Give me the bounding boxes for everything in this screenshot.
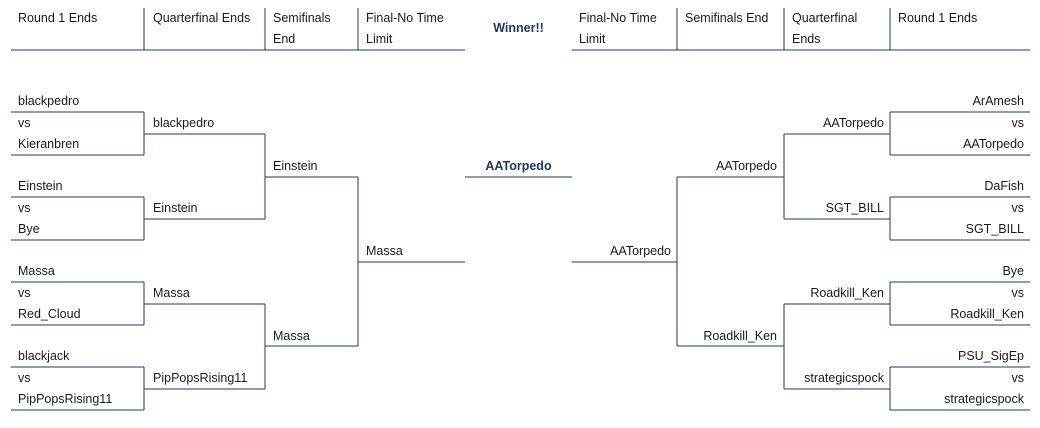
- header-semifinal-left: Semifinals End: [273, 11, 331, 46]
- header-quarterfinal-right: Quarterfinal Ends: [792, 11, 858, 46]
- right-r1-match2-player2: SGT_BILL: [965, 222, 1024, 236]
- left-r1-match1-player1: blackpedro: [18, 94, 80, 108]
- right-sf-winner1: AATorpedo: [716, 159, 777, 173]
- right-r1-match2-player1: DaFish: [984, 179, 1024, 193]
- left-r1-match2-player1: Einstein: [18, 179, 63, 193]
- right-r1-match1-player1: ArAmesh: [972, 94, 1024, 108]
- left-r1-match4-vs: vs: [18, 371, 31, 385]
- champion: AATorpedo: [485, 159, 552, 173]
- left-r1-match4-player1: blackjack: [18, 349, 70, 363]
- right-r1-match4-vs: vs: [1011, 371, 1025, 385]
- left-r1-match2-player2: Bye: [18, 222, 40, 236]
- header-round1-right: Round 1 Ends: [898, 11, 978, 25]
- right-r1-match3-vs: vs: [1011, 286, 1025, 300]
- left-sf-winner2: Massa: [273, 329, 310, 343]
- header-winner: Winner!!: [493, 21, 544, 35]
- right-finalist: AATorpedo: [610, 244, 671, 258]
- right-qf-winner1: AATorpedo: [823, 116, 884, 130]
- right-qf-winner2: SGT_BILL: [825, 201, 884, 215]
- header-round1-left: Round 1 Ends: [18, 11, 98, 25]
- left-qf-winner4: PipPopsRising11: [153, 371, 248, 385]
- left-r1-match1-player2: Kieranbren: [18, 137, 80, 151]
- header-semifinal-right: Semifinals End: [685, 11, 769, 25]
- right-r1-match4-player1: PSU_SigEp: [957, 349, 1024, 363]
- header-final-right: Final-No Time Limit: [579, 11, 657, 46]
- header-quarterfinal-left: Quarterfinal Ends: [153, 11, 251, 25]
- left-qf-winner1: blackpedro: [153, 116, 215, 130]
- right-r1-match3-player2: Roadkill_Ken: [950, 307, 1024, 321]
- left-qf-winner2: Einstein: [153, 201, 198, 215]
- header-final-left: Final-No Time Limit: [366, 11, 444, 46]
- right-r1-match2-vs: vs: [1011, 201, 1025, 215]
- right-r1-match4-player2: strategicspock: [944, 392, 1024, 406]
- right-qf-winner3: Roadkill_Ken: [810, 286, 884, 300]
- right-r1-match1-player2: AATorpedo: [963, 137, 1024, 151]
- left-r1-match3-player1: Massa: [18, 264, 55, 278]
- left-r1-match2-vs: vs: [18, 201, 31, 215]
- right-qf-winner4: strategicspock: [804, 371, 884, 385]
- left-r1-match1-vs: vs: [18, 116, 31, 130]
- left-r1-match4-player2: PipPopsRising11: [18, 392, 113, 406]
- left-finalist: Massa: [366, 244, 403, 258]
- left-sf-winner1: Einstein: [273, 159, 318, 173]
- left-r1-match3-player2: Red_Cloud: [18, 307, 81, 321]
- right-sf-winner2: Roadkill_Ken: [703, 329, 777, 343]
- right-r1-match1-vs: vs: [1011, 116, 1025, 130]
- left-r1-match3-vs: vs: [18, 286, 31, 300]
- left-qf-winner3: Massa: [153, 286, 190, 300]
- right-r1-match3-player1: Bye: [1002, 264, 1024, 278]
